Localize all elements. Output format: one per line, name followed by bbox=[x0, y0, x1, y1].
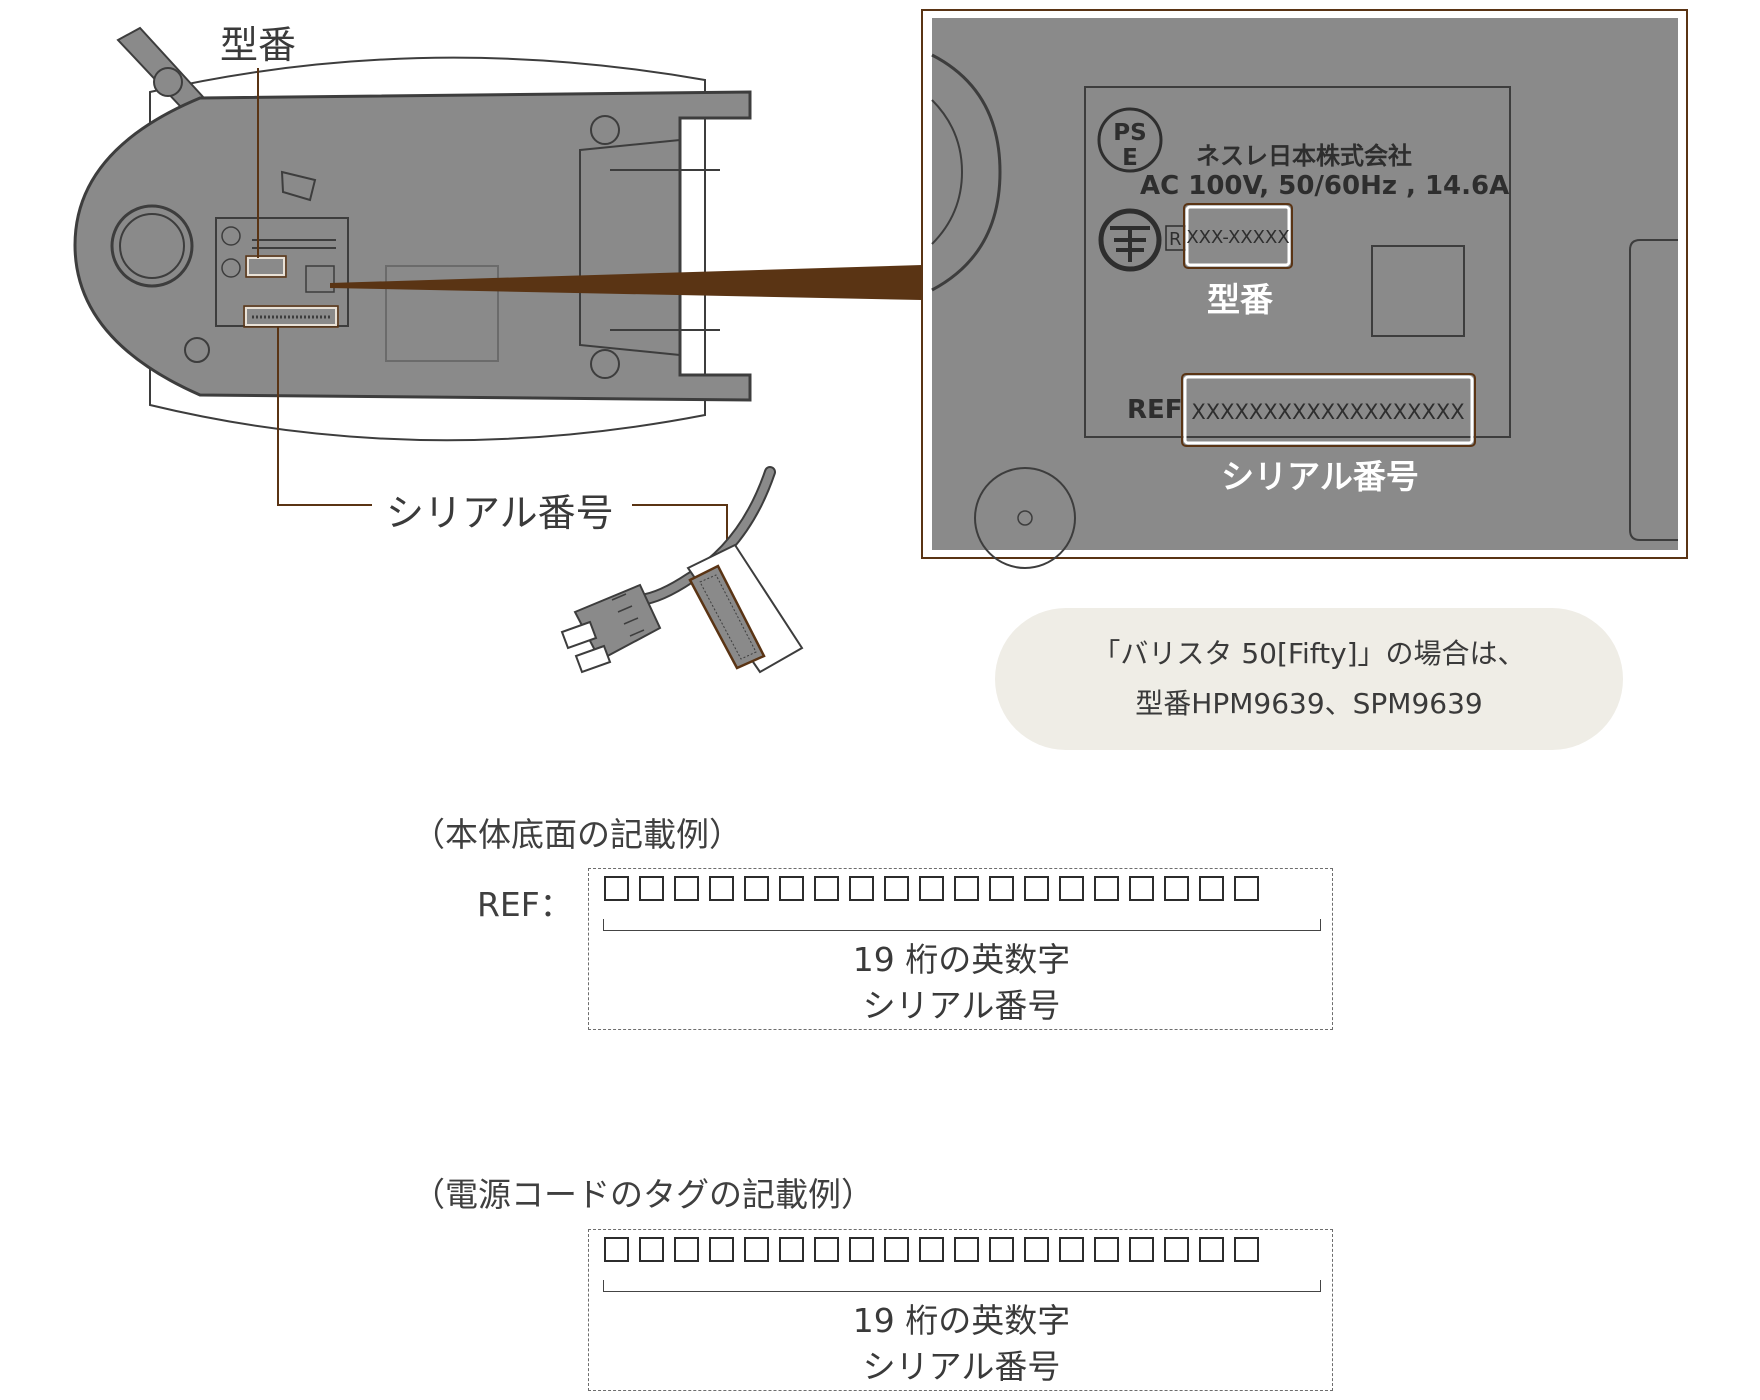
serial-caption: シリアル番号 bbox=[1221, 457, 1419, 496]
digit-box bbox=[919, 1237, 944, 1262]
digit-box bbox=[849, 1237, 874, 1262]
foot-left bbox=[110, 204, 194, 288]
serial-callout-label: シリアル番号 bbox=[386, 491, 614, 535]
plate-spec: AC 100V, 50/60Hz , 14.6A bbox=[1140, 171, 1509, 201]
ref-text: REF bbox=[1127, 395, 1183, 425]
model-callout-label: 型番 bbox=[220, 23, 297, 67]
digit-box bbox=[1234, 1237, 1259, 1262]
machine-bottom-body bbox=[73, 90, 752, 402]
body-example-title: （本体底面の記載例） bbox=[412, 815, 742, 854]
digit-box bbox=[1024, 1237, 1049, 1262]
digit-box bbox=[954, 1237, 979, 1262]
digit-box bbox=[779, 876, 804, 901]
model-note: 「バリスタ 50[Fifty]」の場合は、 型番HPM9639、SPM9639 bbox=[995, 608, 1623, 750]
serial-number-caption: シリアル番号 bbox=[862, 1347, 1061, 1386]
digit-box bbox=[919, 876, 944, 901]
digit-box bbox=[604, 876, 629, 901]
digit-box bbox=[989, 876, 1014, 901]
plate-maker: ネスレ日本株式会社 bbox=[1196, 142, 1412, 170]
model-placeholder: XXX-XXXXX bbox=[1186, 227, 1289, 248]
digit-box bbox=[744, 1237, 769, 1262]
digit-box bbox=[744, 876, 769, 901]
zoom-wedge bbox=[330, 265, 922, 300]
serial-placeholder: XXXXXXXXXXXXXXXXXXX bbox=[1191, 400, 1464, 424]
digit-box bbox=[1129, 1237, 1154, 1262]
digit-box bbox=[1094, 876, 1119, 901]
ref-prefix-label: REF： bbox=[477, 885, 573, 924]
serial-digit-boxes bbox=[604, 1237, 1259, 1262]
digit-bracket bbox=[603, 919, 1321, 931]
digits-description: 19 桁の英数字 bbox=[852, 940, 1071, 979]
digits-description: 19 桁の英数字 bbox=[852, 1301, 1071, 1340]
digit-box bbox=[1199, 1237, 1224, 1262]
serial-number-caption: シリアル番号 bbox=[862, 986, 1061, 1025]
digit-box bbox=[1059, 876, 1084, 901]
digit-box bbox=[884, 1237, 909, 1262]
r-mark: R bbox=[1169, 229, 1182, 250]
note-line-2: 型番HPM9639、SPM9639 bbox=[1135, 687, 1483, 720]
digit-bracket bbox=[603, 1280, 1321, 1292]
digit-box bbox=[674, 876, 699, 901]
cord-tag-example-title: （電源コードのタグの記載例） bbox=[412, 1175, 874, 1214]
digit-box bbox=[639, 876, 664, 901]
digit-box bbox=[709, 1237, 734, 1262]
digit-box bbox=[1164, 876, 1189, 901]
body-example-caption: 19 桁の英数字 シリアル番号 bbox=[589, 937, 1334, 1029]
power-plug bbox=[573, 583, 662, 662]
digit-box bbox=[954, 876, 979, 901]
digit-box bbox=[989, 1237, 1014, 1262]
serial-leader-line bbox=[277, 327, 372, 506]
digit-box bbox=[1094, 1237, 1119, 1262]
serial-digit-boxes bbox=[604, 876, 1259, 901]
pse-ps: PS bbox=[1113, 120, 1146, 146]
rating-plate bbox=[1084, 86, 1511, 438]
serial-number-highlight bbox=[1181, 373, 1476, 447]
digit-box bbox=[1234, 876, 1259, 901]
digit-box bbox=[1129, 876, 1154, 901]
pse-mark-icon bbox=[1097, 107, 1163, 173]
digit-box bbox=[1164, 1237, 1189, 1262]
digit-box bbox=[849, 876, 874, 901]
model-caption: 型番 bbox=[1207, 280, 1273, 319]
model-number-highlight bbox=[1183, 203, 1293, 269]
digit-box bbox=[1024, 876, 1049, 901]
cord-example-caption: 19 桁の英数字 シリアル番号 bbox=[589, 1298, 1334, 1390]
digit-box bbox=[1059, 1237, 1084, 1262]
digit-box bbox=[814, 1237, 839, 1262]
note-line-1: 「バリスタ 50[Fifty]」の場合は、 bbox=[1092, 637, 1526, 670]
pse-e: E bbox=[1122, 145, 1138, 171]
digit-box bbox=[779, 1237, 804, 1262]
digit-box bbox=[1199, 876, 1224, 901]
digit-box bbox=[674, 1237, 699, 1262]
digit-box bbox=[884, 876, 909, 901]
digit-box bbox=[604, 1237, 629, 1262]
digit-box bbox=[709, 876, 734, 901]
digit-box bbox=[639, 1237, 664, 1262]
telecom-mark-icon bbox=[1098, 208, 1162, 272]
body-serial-example-box: 19 桁の英数字 シリアル番号 bbox=[588, 868, 1333, 1030]
digit-box bbox=[814, 876, 839, 901]
cord-serial-example-box: 19 桁の英数字 シリアル番号 bbox=[588, 1229, 1333, 1391]
